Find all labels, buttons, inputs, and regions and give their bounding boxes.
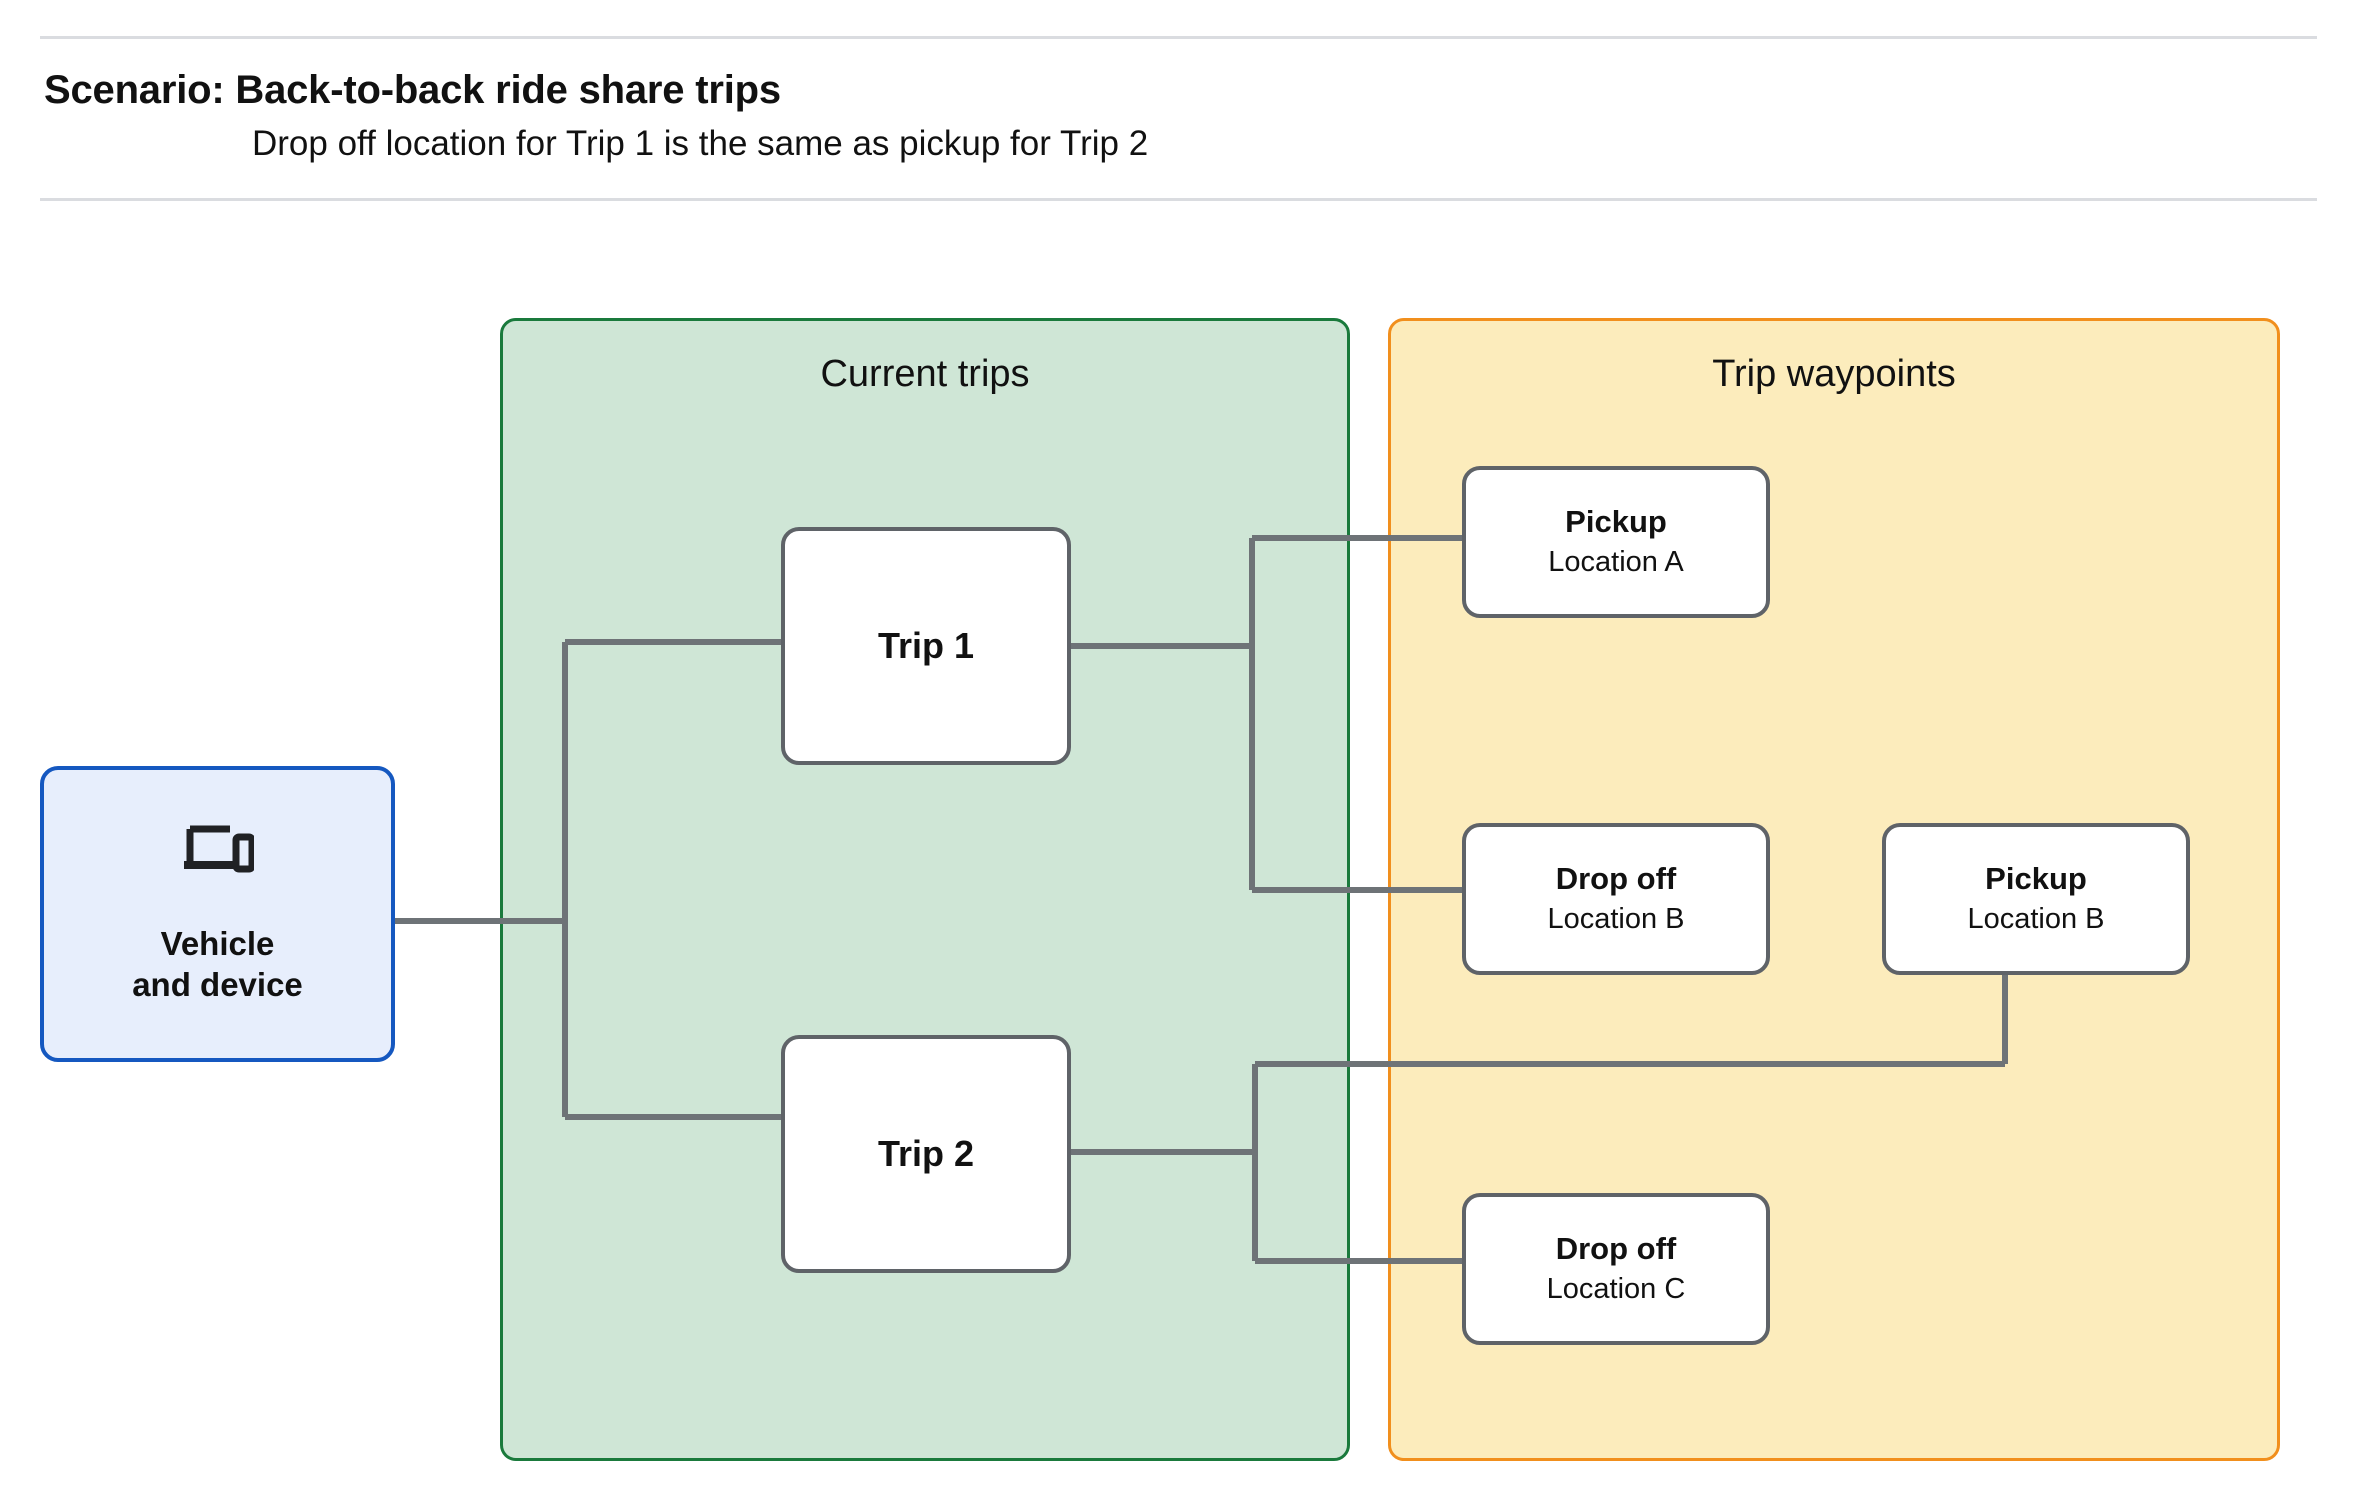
page-subtitle: Drop off location for Trip 1 is the same… <box>252 124 1149 163</box>
node-waypoint-pickup-location-b[interactable]: Pickup Location B <box>1882 823 2190 975</box>
trip-1-label: Trip 1 <box>877 625 975 666</box>
waypoint-location: Location B <box>1547 902 1685 935</box>
header-divider-bottom <box>40 198 2317 201</box>
waypoint-location: Location C <box>1546 1272 1686 1305</box>
node-vehicle-and-device[interactable]: Vehicle and device <box>40 766 395 1062</box>
trip-2-label: Trip 2 <box>877 1133 975 1174</box>
vehicle-label-line-2: and device <box>132 965 303 1003</box>
node-waypoint-dropoff-location-c[interactable]: Drop off Location C <box>1462 1193 1770 1345</box>
vehicle-label-line-1: Vehicle <box>160 925 275 963</box>
devices-icon <box>182 823 255 884</box>
node-waypoint-pickup-location-a[interactable]: Pickup Location A <box>1462 466 1770 618</box>
page-title: Scenario: Back-to-back ride share trips <box>44 68 781 112</box>
panel-trip-waypoints-title: Trip waypoints <box>1712 353 1956 395</box>
waypoint-location: Location A <box>1548 545 1684 578</box>
node-trip-2[interactable]: Trip 2 <box>781 1035 1071 1273</box>
node-trip-1[interactable]: Trip 1 <box>781 527 1071 765</box>
waypoint-location: Location B <box>1967 902 2105 935</box>
waypoint-kind: Pickup <box>1565 504 1667 540</box>
header-divider-top <box>40 36 2317 39</box>
waypoint-kind: Pickup <box>1985 861 2087 897</box>
node-waypoint-dropoff-location-b[interactable]: Drop off Location B <box>1462 823 1770 975</box>
waypoint-kind: Drop off <box>1555 1231 1677 1267</box>
waypoint-kind: Drop off <box>1555 861 1677 897</box>
panel-current-trips-title: Current trips <box>820 353 1030 395</box>
